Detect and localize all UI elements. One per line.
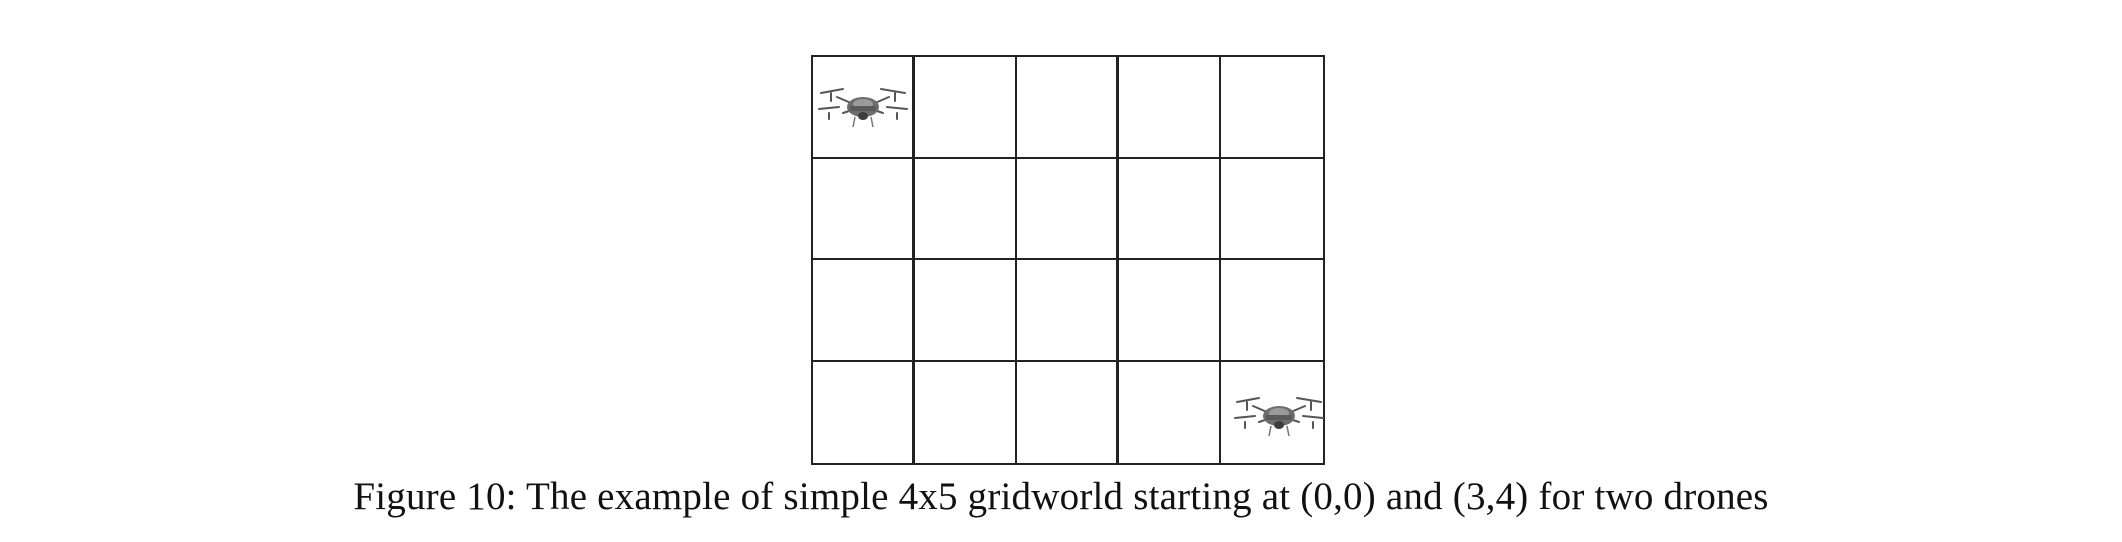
grid-cell — [1017, 158, 1119, 260]
grid-cell — [813, 158, 915, 260]
figure-caption: Figure 10: The example of simple 4x5 gri… — [353, 475, 1769, 518]
drone-icon — [1234, 396, 1324, 436]
gridworld — [811, 55, 1325, 465]
grid-cell — [1221, 361, 1324, 463]
grid-cell — [813, 57, 915, 159]
grid-cell — [813, 260, 915, 362]
grid-cell — [1017, 57, 1119, 159]
grid-cell — [1119, 361, 1221, 463]
grid-cell — [1119, 57, 1221, 159]
grid-cell — [915, 260, 1017, 362]
grid-cell — [1221, 57, 1323, 159]
grid-cell — [915, 158, 1017, 260]
grid-cell — [915, 361, 1017, 463]
grid-cell — [915, 57, 1017, 159]
grid-cell — [1119, 260, 1221, 362]
grid-cell — [1221, 260, 1323, 362]
grid-cell — [813, 361, 915, 463]
grid-cell — [1017, 260, 1119, 362]
grid-cell — [1119, 158, 1221, 260]
drone-icon — [818, 88, 908, 128]
grid-cell — [1221, 158, 1323, 260]
grid-cell — [1017, 361, 1119, 463]
